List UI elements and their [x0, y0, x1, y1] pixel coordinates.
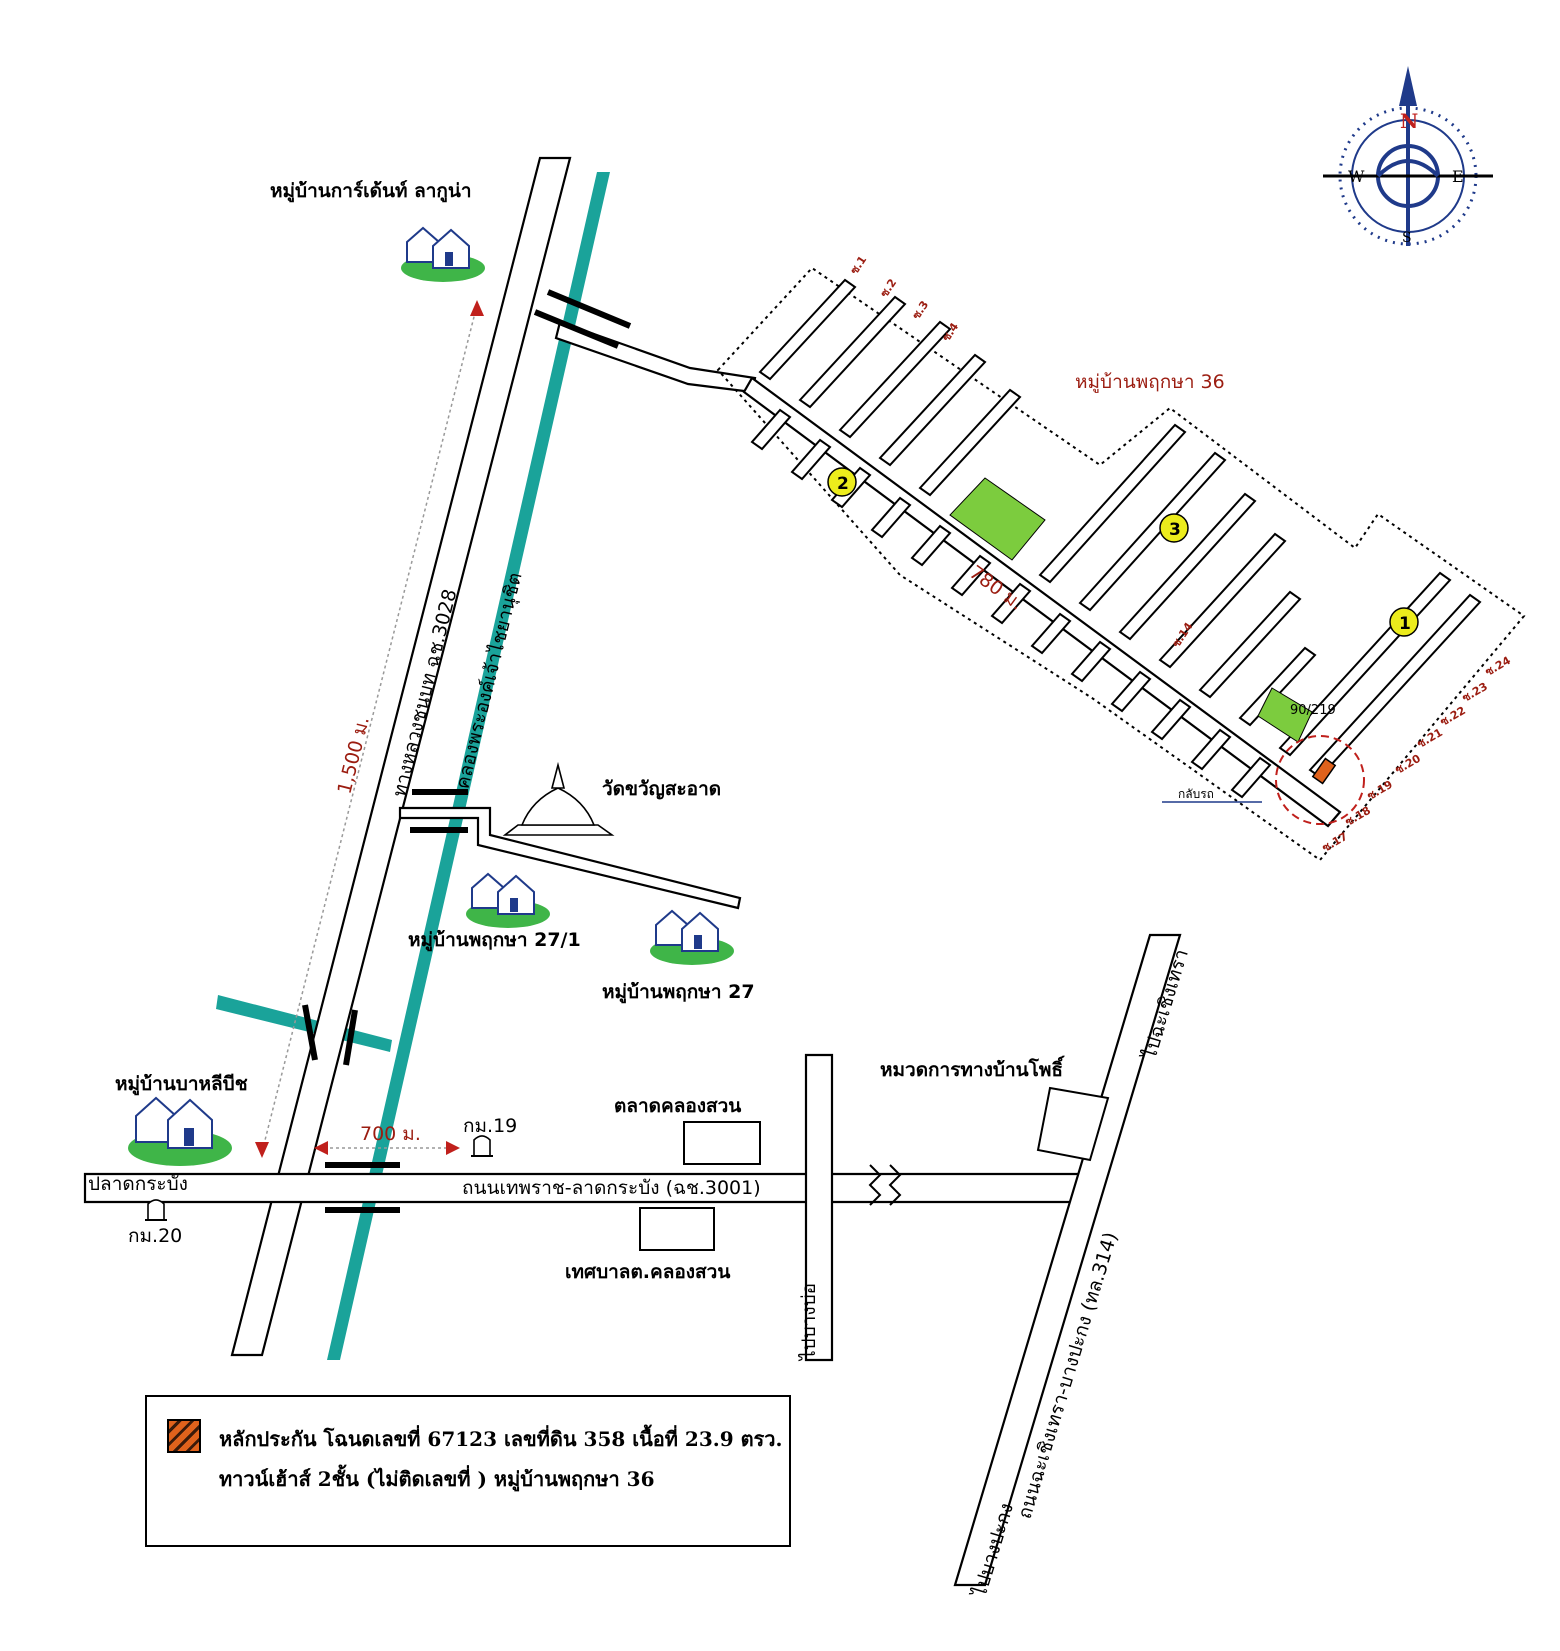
- label-highway-dept: หมวดการทางบ้านโพธิ์: [880, 1055, 1065, 1081]
- soi-label: ซ.19: [1365, 778, 1395, 803]
- park-1: [949, 477, 1046, 561]
- label-to-bangbo: ไปบางบ่อ: [798, 1283, 820, 1362]
- soi-label: ซ.20: [1393, 752, 1423, 777]
- svg-text:1: 1: [1399, 614, 1411, 634]
- house-icon: [401, 226, 485, 282]
- soi-label: ซ.17: [1320, 830, 1350, 855]
- zone-badge: 2: [827, 467, 857, 497]
- label-market: ตลาดคลองสวน: [614, 1095, 741, 1117]
- svg-text:3: 3: [1169, 520, 1181, 540]
- soi-label: ซ.1: [848, 253, 870, 276]
- canal: [327, 172, 610, 1360]
- legend-box: หลักประกัน โฉนดเลขที่ 67123 เลขที่ดิน 35…: [145, 1395, 791, 1547]
- road-break-mark: [868, 1164, 902, 1206]
- distance-700-arrow-right: [446, 1141, 460, 1155]
- zone-badge: 3: [1159, 513, 1189, 543]
- legend-line-2: ทาวน์เฮ้าส์ 2ชั้น (ไม่ติดเลขที่ ) หมู่บ้…: [219, 1467, 655, 1491]
- label-temple: วัดขวัญสะอาด: [602, 778, 721, 800]
- soi-label: ซ.18: [1343, 804, 1373, 829]
- house-icon: [128, 1096, 232, 1166]
- zone-badge: 1: [1389, 607, 1419, 637]
- label-u-turn: กลับรถ: [1178, 787, 1214, 801]
- bridges: [302, 289, 632, 1213]
- temple-icon: [502, 761, 615, 836]
- distance-1500-line: [261, 304, 478, 1153]
- bangbo-road: [804, 1053, 834, 1362]
- compass-east: E: [1452, 167, 1464, 186]
- soi-label: ซ.24: [1483, 654, 1513, 679]
- collateral-marker: [1311, 757, 1337, 785]
- soi-label: ซ.23: [1460, 680, 1490, 705]
- legend-line-1: หลักประกัน โฉนดเลขที่ 67123 เลขที่ดิน 35…: [219, 1427, 783, 1451]
- label-km19: กม.19: [463, 1115, 517, 1137]
- label-pruksa27-1: หมู่บ้านพฤกษา 27/1: [408, 929, 581, 952]
- label-pruksa36: หมู่บ้านพฤกษา 36: [1075, 371, 1225, 393]
- house-icon: [650, 909, 734, 965]
- distance-arrow-up: [470, 300, 484, 316]
- label-distance-1500: 1,500 ม.: [334, 714, 374, 796]
- house-icon: [466, 872, 550, 928]
- km-post-icon: [471, 1135, 493, 1157]
- label-bali-beach: หมู่บ้านบาหลีบีช: [115, 1073, 248, 1096]
- compass-rose-icon: N S E W: [1323, 66, 1493, 246]
- compass-south: S: [1402, 230, 1412, 246]
- label-plat-krabang: ปลาดกระบัง: [88, 1173, 188, 1195]
- svg-text:2: 2: [837, 474, 849, 494]
- soi-label: ซ.22: [1438, 704, 1468, 729]
- market-building: [683, 1121, 761, 1165]
- label-plot-no: 90/219: [1290, 703, 1336, 718]
- municipality-building: [639, 1207, 715, 1251]
- pruksa36-streets: [750, 278, 1482, 799]
- collateral-highlight-circle: [1275, 735, 1365, 825]
- soi-label: ซ.3: [910, 298, 932, 321]
- collateral-swatch: [167, 1419, 201, 1453]
- label-canal: คลองพระองค์เจ้าไชยานุชิต: [452, 570, 528, 791]
- highway-dept-building: [1036, 1086, 1110, 1162]
- label-garden-laguna: หมู่บ้านการ์เด้นท์ ลากูน่า: [270, 180, 472, 203]
- label-thepparat-road: ถนนเทพราช-ลาดกระบัง (ฉช.3001): [462, 1177, 761, 1199]
- soi-label: ซ.2: [878, 276, 900, 299]
- compass-west: W: [1348, 167, 1365, 186]
- distance-arrow-down: [255, 1142, 269, 1158]
- temple-road: [398, 806, 742, 910]
- road-314: [953, 933, 1182, 1587]
- label-distance-700: 700 ม.: [360, 1123, 421, 1145]
- label-municipality: เทศบาลต.คลองสวน: [565, 1261, 730, 1283]
- canal-branch: [216, 995, 392, 1052]
- label-km20: กม.20: [128, 1225, 182, 1247]
- compass-north: N: [1400, 109, 1418, 133]
- pruksa36-main-road: [742, 376, 1342, 828]
- distance-700-arrow-left: [314, 1141, 328, 1155]
- label-pruksa27: หมู่บ้านพฤกษา 27: [602, 981, 755, 1004]
- km-post-icon: [145, 1199, 167, 1221]
